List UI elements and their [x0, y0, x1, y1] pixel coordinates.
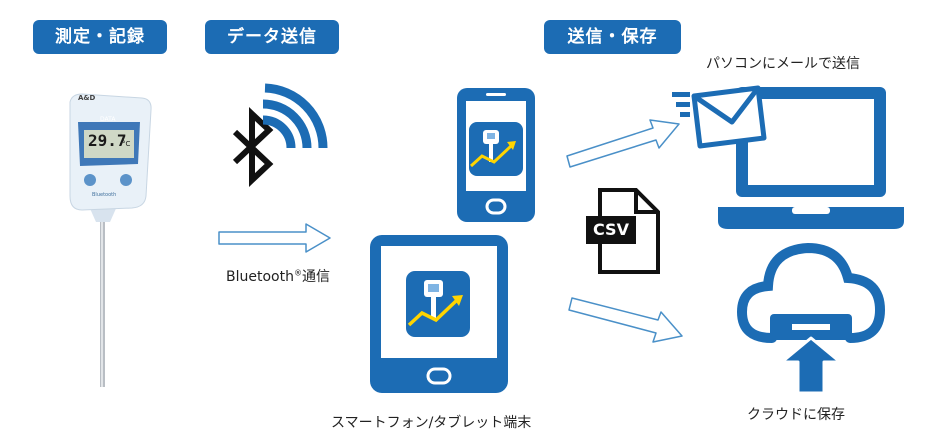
csv-file-icon — [586, 188, 660, 274]
tablet-app-icon — [406, 271, 470, 337]
step-badge-data-send: データ送信 — [205, 20, 339, 54]
csv-file: CSV — [586, 188, 660, 274]
thermometer-icon — [69, 93, 152, 387]
thermometer-brand: A&D — [78, 94, 96, 102]
csv-label: CSV — [593, 220, 629, 239]
cloud-caption: クラウドに保存 — [747, 407, 845, 423]
bluetooth-icon — [232, 83, 328, 187]
devices-caption: スマートフォン/タブレット端末 — [331, 415, 532, 431]
thermometer-footer: Bluetooth — [92, 192, 117, 198]
step-badge-send-save: 送信・保存 — [544, 20, 681, 54]
laptop-icon — [718, 87, 904, 229]
bluetooth-caption-reg: ® — [293, 268, 302, 278]
thermometer-reading: 29.7 — [88, 131, 127, 150]
email-pc-caption: パソコンにメールで送信 — [706, 56, 860, 72]
arrow-to-pc — [566, 119, 680, 168]
arrow-to-cloud — [568, 297, 683, 343]
bluetooth-caption-prefix: Bluetooth — [226, 269, 294, 285]
thermometer-data-label: DATA — [100, 116, 116, 123]
thermometer-unit: °C — [122, 140, 131, 148]
envelope-icon — [672, 85, 767, 149]
digital-thermometer: A&D DATA 29.7 °C Bluetooth — [60, 92, 160, 392]
tablet-icon — [370, 235, 508, 393]
bluetooth-caption-suffix: 通信 — [301, 269, 330, 285]
smartphone-icon — [457, 88, 535, 222]
cloud-upload-icon — [736, 242, 886, 395]
phone-app-icon — [469, 122, 523, 176]
arrow-to-devices — [218, 223, 331, 253]
bluetooth-caption: Bluetooth®通信 — [226, 266, 330, 286]
step-badge-measure-record: 測定・記録 — [33, 20, 167, 54]
